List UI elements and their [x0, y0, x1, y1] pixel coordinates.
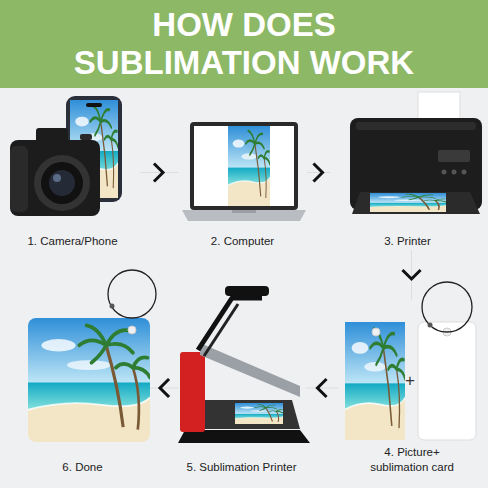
flow-connector — [404, 250, 420, 300]
printer-illustration-part — [352, 192, 480, 214]
title: HOW DOES SUBLIMATION WORK — [54, 6, 434, 82]
laptop-illustration-part — [232, 210, 256, 213]
camera-illustration-part — [10, 146, 28, 212]
connector-line — [411, 250, 412, 300]
step-caption: 4. Picture+ sublimation card — [362, 445, 462, 474]
tag-illustration-part — [28, 318, 150, 442]
camera-illustration-part — [41, 162, 83, 204]
printer-illustration — [350, 92, 482, 214]
camera-illustration-part — [80, 134, 92, 140]
plus-sign: + — [405, 372, 415, 389]
picture-illustration — [345, 322, 405, 440]
step-node: 2. Computer — [178, 95, 307, 250]
connector-line — [305, 388, 338, 389]
step-caption: 2. Computer — [211, 234, 274, 248]
connector-line — [140, 172, 178, 173]
laptop-illustration — [182, 122, 306, 221]
step-node: 1. Camera/Phone — [5, 95, 140, 250]
heat-press-illustration-part — [235, 403, 283, 424]
heat-press-illustration-part — [197, 400, 300, 429]
camera-illustration-part — [49, 170, 75, 196]
step-caption: 5. Sublimation Printer — [187, 460, 297, 474]
chevron-arrowhead — [315, 165, 323, 181]
flow-connector — [305, 380, 338, 396]
camera-illustration-part — [34, 155, 90, 211]
printer-illustration-part — [438, 150, 470, 162]
laptop-illustration-part — [182, 210, 306, 221]
step-caption: 6. Done — [62, 460, 102, 474]
camera-illustration-part — [53, 174, 61, 182]
printer-illustration-part — [442, 170, 447, 175]
printer-illustration-part — [370, 193, 446, 212]
heat-press-illustration — [178, 286, 310, 443]
camera-illustration-part — [10, 140, 100, 216]
heat-press-illustration-part — [225, 286, 269, 296]
phone-illustration-part — [86, 103, 102, 107]
tag-illustration — [28, 270, 156, 442]
chevron-arrowhead — [318, 380, 326, 396]
picture-illustration-part — [345, 322, 405, 440]
tag-illustration-part — [110, 304, 115, 309]
card-illustration-part — [418, 322, 476, 440]
connector-line — [150, 388, 178, 389]
heat-press-illustration-part — [200, 343, 300, 397]
heat-press-illustration-part — [180, 352, 205, 432]
step-caption: 1. Camera/Phone — [27, 234, 117, 248]
heat-press-illustration-part — [204, 304, 238, 356]
printer-illustration-part — [356, 122, 476, 130]
flow-connector — [307, 165, 330, 181]
chevron-arrowhead — [404, 271, 420, 279]
laptop-illustration-part — [190, 122, 298, 210]
connector-line — [307, 172, 330, 173]
card-illustration-part — [428, 323, 433, 328]
tag-illustration-part-part — [28, 318, 150, 442]
tag-illustration-part — [128, 326, 136, 334]
tag-illustration-part — [108, 270, 156, 318]
card-illustration — [418, 282, 476, 440]
flow-connector — [150, 380, 178, 396]
camera-illustration — [10, 128, 100, 216]
laptop-illustration-part — [228, 126, 270, 206]
flow-connector — [140, 165, 178, 181]
heat-press-illustration-part — [198, 298, 262, 350]
chevron-arrowhead — [160, 380, 168, 396]
step-node: 5. Sublimation Printer — [178, 300, 305, 476]
printer-illustration-part — [452, 170, 457, 175]
picture-illustration-part — [372, 328, 380, 336]
printer-illustration-part — [462, 170, 467, 175]
step-node: 3. Printer — [330, 95, 485, 250]
step-node: 6. Done — [15, 300, 150, 476]
chevron-arrowhead — [155, 165, 163, 181]
step-caption: 3. Printer — [384, 234, 431, 248]
laptop-illustration-part — [194, 126, 294, 206]
card-illustration-part — [422, 282, 472, 332]
